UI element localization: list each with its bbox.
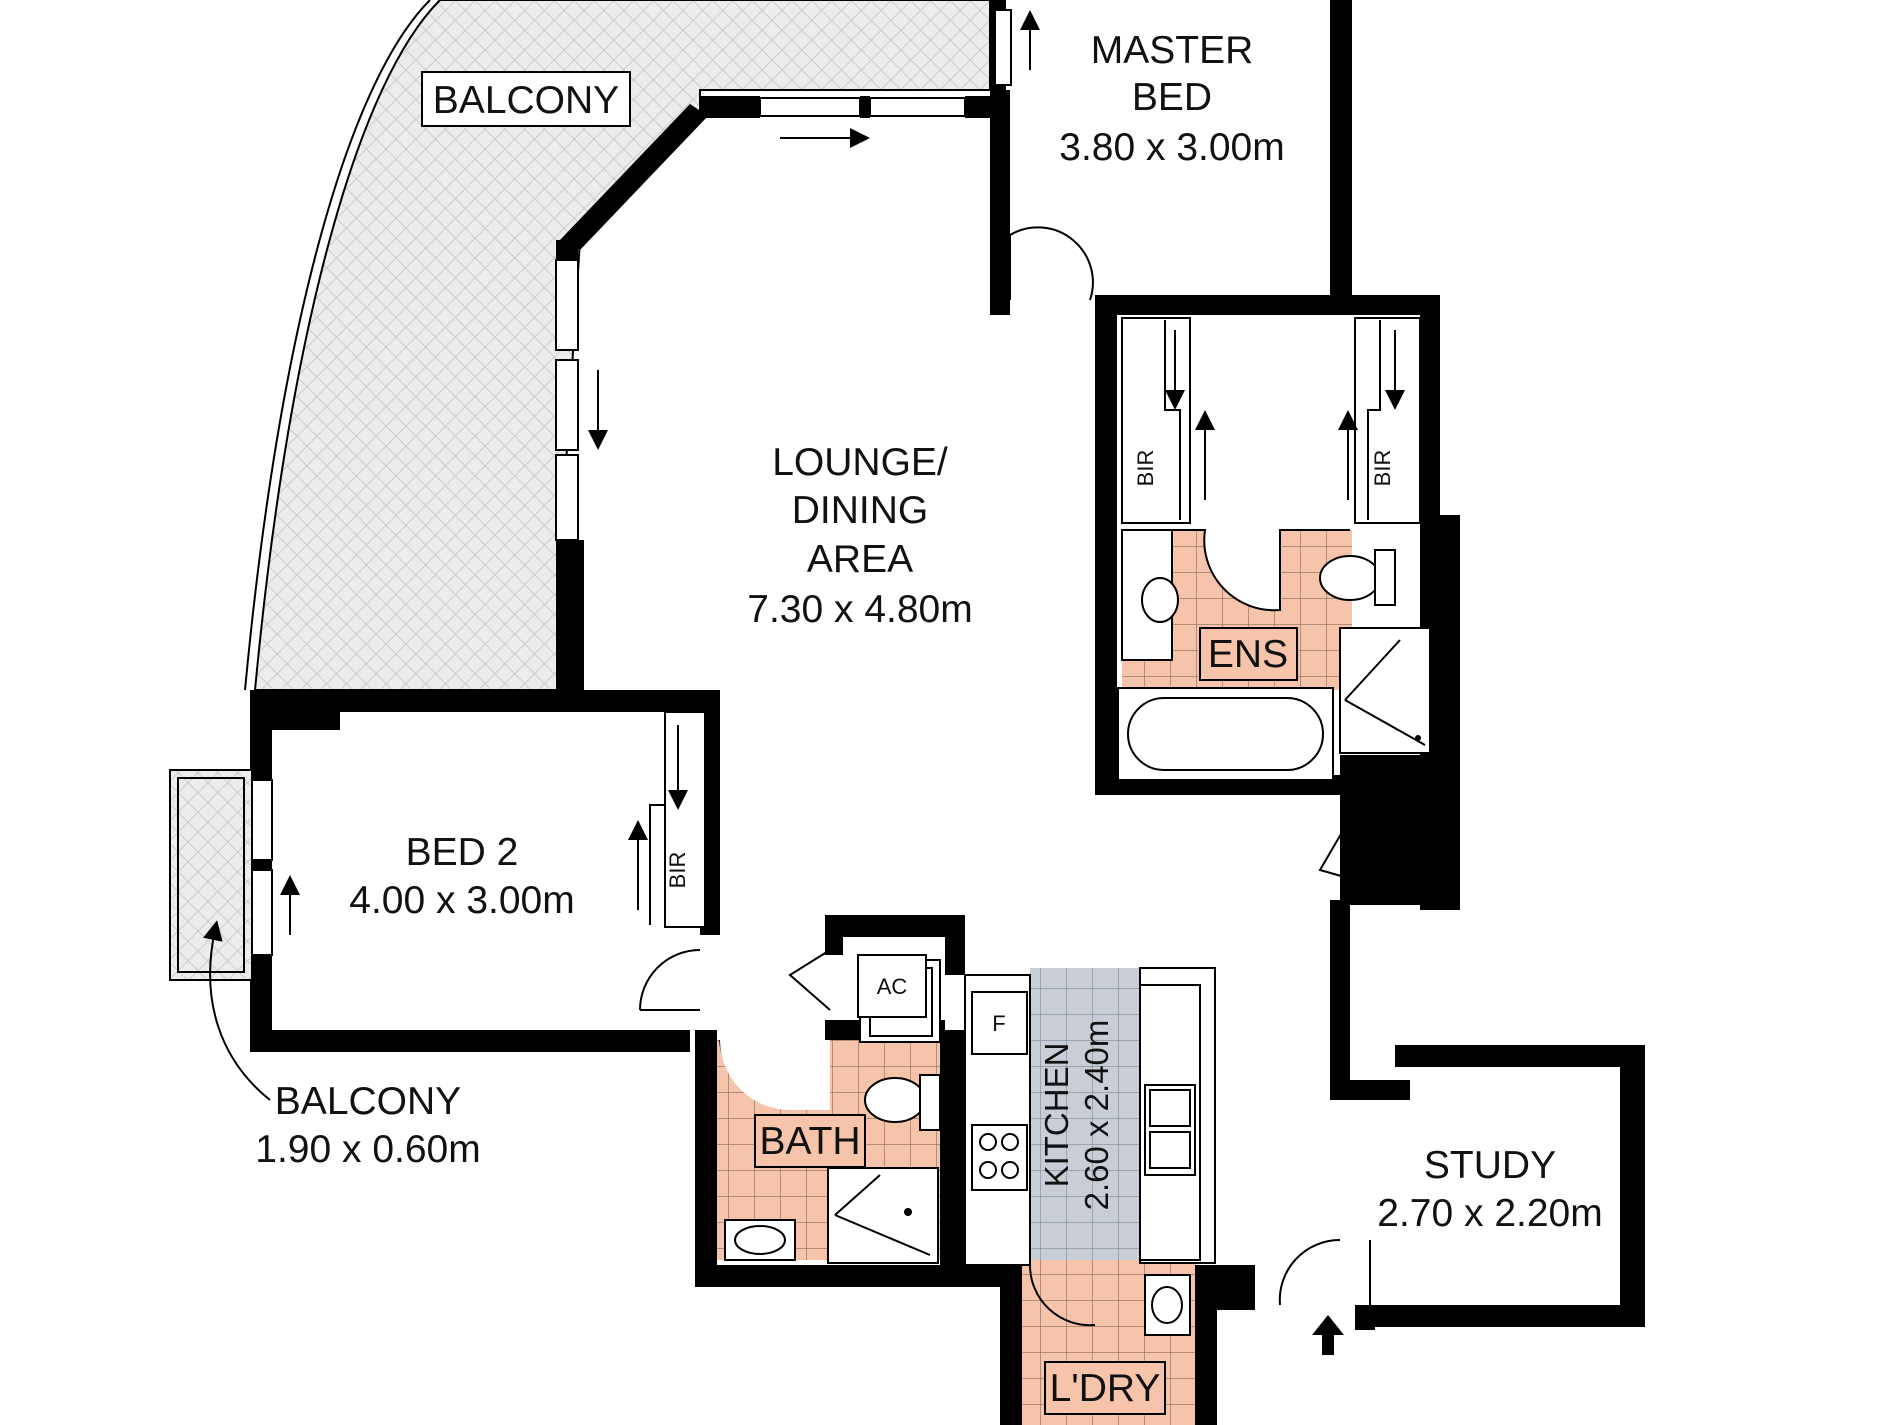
windows: [251, 9, 1012, 956]
toilet-icon: [1319, 555, 1381, 601]
entry-arrow-icon: [1312, 1315, 1344, 1355]
balcony-small-area: [169, 769, 253, 981]
lounge-label-2: DINING: [792, 489, 929, 532]
ac-box: [857, 954, 927, 1018]
bath-label: BATH: [759, 1120, 860, 1163]
lounge-dims: 7.30 x 4.80m: [747, 588, 972, 631]
basin-icon: [734, 1225, 786, 1255]
master-bed-dims: 3.80 x 3.00m: [1059, 126, 1284, 169]
ens-label: ENS: [1208, 633, 1288, 676]
sink-icon: [1144, 1084, 1196, 1176]
lounge-label-1: LOUNGE/: [772, 441, 948, 484]
laundry-label: L'DRY: [1050, 1367, 1161, 1410]
kitchen-dims: 2.60 x 2.40m: [1078, 1020, 1115, 1211]
bir-bed2-label: BIR: [665, 852, 690, 889]
bath-tub-icon-inner: [1127, 697, 1324, 771]
master-bed-label-2: BED: [1132, 76, 1212, 119]
bir-left-label: BIR: [1133, 450, 1158, 487]
ens-label-box: [1199, 627, 1298, 681]
balcony-main-label-box: [421, 71, 631, 127]
bir-wardrobes: [628, 311, 1421, 928]
shower-icon: [827, 1167, 939, 1264]
sliding-door-arrow-icon: [203, 10, 1040, 1101]
kitchen-label: KITCHEN: [1038, 1043, 1075, 1188]
bath-label-box: [754, 1114, 866, 1168]
study-label: STUDY: [1424, 1144, 1556, 1187]
fridge-label: F: [992, 1011, 1005, 1036]
fridge-box: [971, 991, 1028, 1055]
balcony-main-label: BALCONY: [433, 79, 619, 122]
study-dims: 2.70 x 2.20m: [1377, 1192, 1602, 1235]
kitchen-floor: [1030, 968, 1140, 1260]
basin-icon: [1141, 577, 1179, 623]
toilet-icon: [864, 1077, 926, 1123]
bed2-dims: 4.00 x 3.00m: [349, 879, 574, 922]
walls: [250, 0, 1645, 1425]
master-bed-label-1: MASTER: [1091, 29, 1254, 72]
ensuite-fixtures: [1117, 529, 1431, 781]
cooktop-icon: [971, 1124, 1028, 1191]
balcony-small-dims: 1.90 x 0.60m: [255, 1128, 480, 1171]
bir-right-label: BIR: [1370, 450, 1395, 487]
laundry-label-box: [1044, 1361, 1166, 1415]
lounge-label-3: AREA: [807, 538, 913, 581]
bath-fixtures: [720, 1040, 941, 1264]
ac-label: AC: [877, 974, 908, 999]
bed2-label: BED 2: [406, 831, 519, 874]
balcony-small-label: BALCONY: [275, 1080, 461, 1123]
